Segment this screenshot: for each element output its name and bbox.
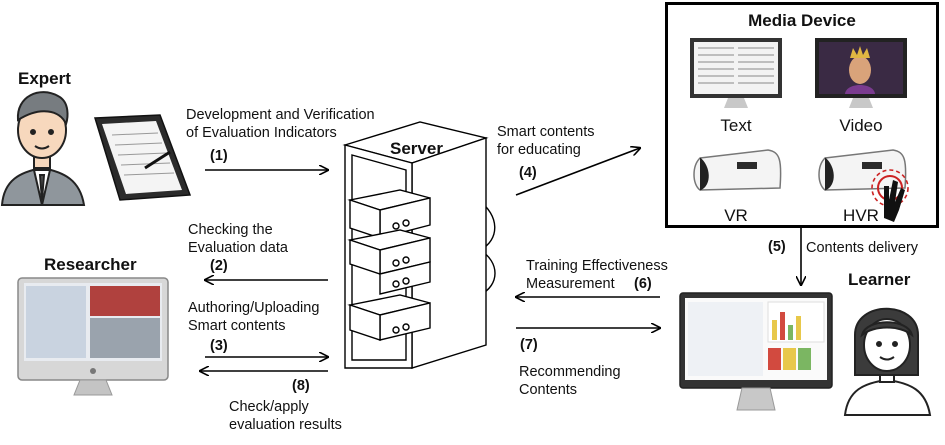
flow-5-label: Contents delivery bbox=[806, 240, 919, 256]
flow-6-line1: Training Effectiveness bbox=[526, 258, 668, 274]
flow-3-line1: Authoring/Uploading bbox=[188, 300, 320, 316]
flow-7-line1: Recommending bbox=[519, 364, 621, 380]
flow-7-label: Recommending Contents bbox=[519, 363, 621, 399]
text-monitor-icon bbox=[690, 38, 782, 108]
media-device-title: Media Device bbox=[748, 11, 856, 30]
flow-4-label: Smart contents for educating bbox=[497, 123, 595, 159]
expert-label: Expert bbox=[18, 69, 71, 88]
server-rack-icon bbox=[342, 121, 496, 369]
flow-2-line1: Checking the bbox=[188, 222, 273, 238]
flow-7-line2: Contents bbox=[519, 382, 578, 398]
flow-3-label: Authoring/Uploading Smart contents bbox=[188, 299, 319, 335]
flow-3-line2: Smart contents bbox=[188, 318, 286, 334]
learner-monitor-icon bbox=[679, 292, 833, 411]
flow-8-number: (8) bbox=[292, 378, 310, 394]
flow-1-label: Development and Verification of Evaluati… bbox=[186, 106, 375, 142]
server-label: Server bbox=[390, 139, 443, 158]
researcher-monitor-icon bbox=[17, 277, 169, 396]
flow-4-number: (4) bbox=[519, 165, 537, 181]
flow-4-line1: Smart contents bbox=[497, 124, 595, 140]
flow-7-number: (7) bbox=[520, 337, 538, 353]
flow-6-label: Training Effectiveness Measurement bbox=[526, 257, 668, 293]
flow-2-label: Checking the Evaluation data bbox=[188, 221, 288, 257]
flow-8-line2: evaluation results bbox=[229, 417, 342, 433]
learner-avatar-icon bbox=[843, 307, 932, 416]
flow-1-line1: Development and Verification bbox=[186, 107, 375, 123]
flow-1-line2: of Evaluation Indicators bbox=[186, 125, 337, 141]
media-hvr-label: HVR bbox=[843, 206, 879, 225]
flow-8-line1: Check/apply bbox=[229, 399, 309, 415]
flow-2-number: (2) bbox=[210, 258, 228, 274]
hvr-headset-icon bbox=[818, 149, 909, 222]
media-text-label: Text bbox=[720, 116, 752, 135]
video-monitor-icon bbox=[815, 38, 907, 108]
researcher-label: Researcher bbox=[44, 255, 137, 274]
arrow-4 bbox=[515, 148, 640, 196]
flow-3-number: (3) bbox=[210, 338, 228, 354]
media-video-label: Video bbox=[839, 116, 883, 135]
learner-label: Learner bbox=[848, 270, 911, 289]
flow-6-number: (6) bbox=[634, 276, 652, 292]
flow-8-label: Check/apply evaluation results bbox=[229, 398, 342, 434]
flow-4-line2: for educating bbox=[497, 142, 581, 158]
tablet-pen-icon bbox=[94, 114, 192, 201]
flow-2-line2: Evaluation data bbox=[188, 240, 288, 256]
flow-5-number: (5) bbox=[768, 239, 786, 255]
expert-avatar-icon bbox=[0, 91, 86, 206]
media-device-panel: Media Device bbox=[665, 2, 939, 228]
flow-1-number: (1) bbox=[210, 148, 228, 164]
flow-6-line2: Measurement bbox=[526, 276, 615, 292]
media-vr-label: VR bbox=[724, 206, 748, 225]
vr-headset-icon bbox=[693, 149, 782, 191]
